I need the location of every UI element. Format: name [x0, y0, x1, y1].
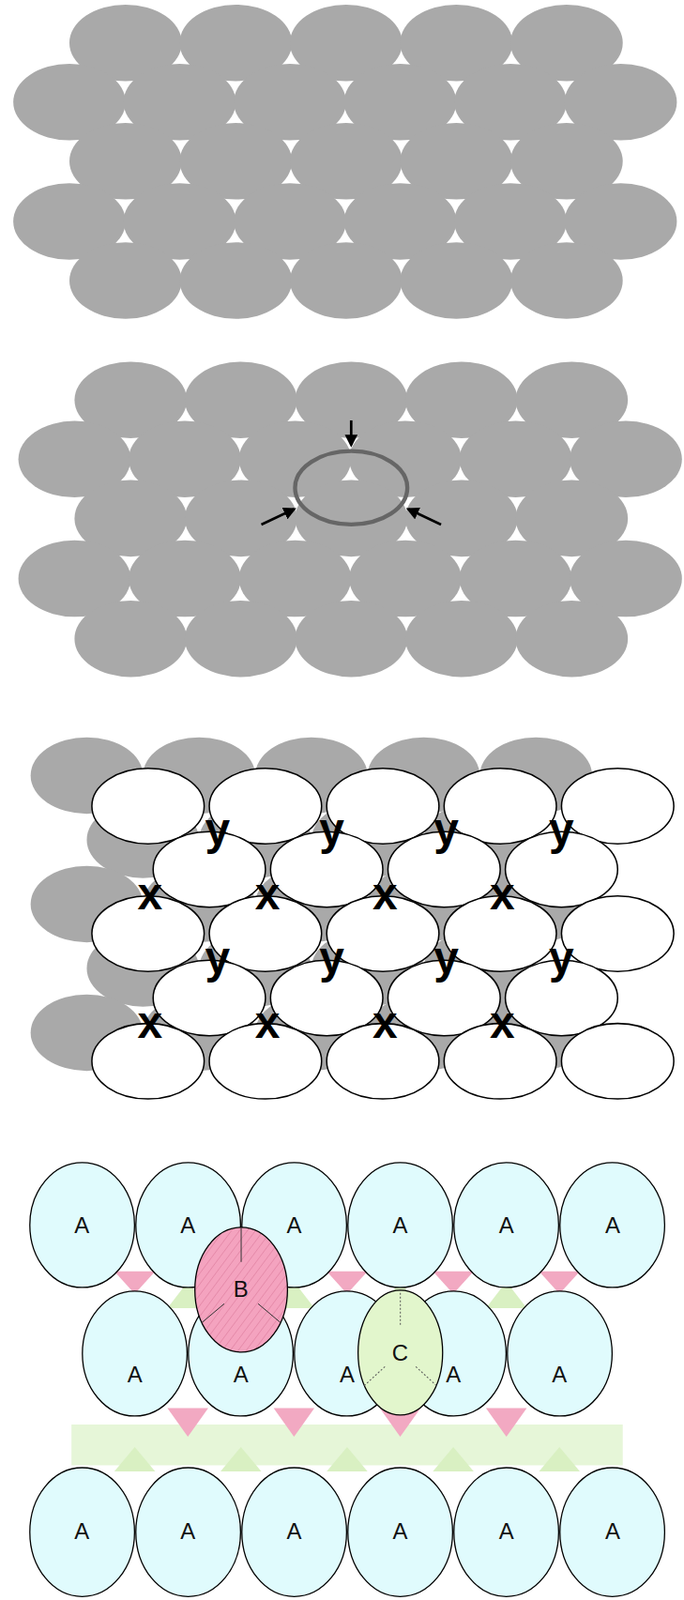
sphere-letter: A	[445, 1363, 461, 1386]
site-label: x	[489, 1000, 516, 1046]
sphere-circle: A	[241, 1466, 348, 1597]
sphere-letter: A	[233, 1363, 249, 1386]
sphere-letter: A	[74, 1214, 90, 1237]
sphere-outline	[506, 1290, 613, 1417]
site-label: x	[137, 871, 164, 917]
hole-triangles	[71, 1271, 624, 1472]
sphere-circle: A	[81, 1290, 188, 1417]
two-layers	[30, 737, 674, 1099]
sphere-letter: A	[551, 1363, 567, 1386]
sphere-letter: A	[286, 1520, 302, 1543]
site-label: x	[255, 1000, 281, 1046]
sphere-circle: A	[347, 1161, 454, 1289]
sphere-circle: A	[453, 1161, 560, 1289]
sphere-outline	[81, 1290, 188, 1417]
sphere-letter: A	[127, 1363, 143, 1386]
sphere-letter: A	[605, 1214, 621, 1237]
sphere-letter: A	[499, 1214, 515, 1237]
sphere-circle: A	[135, 1466, 242, 1597]
layer-one	[13, 4, 677, 320]
site-label: y	[548, 806, 575, 852]
sphere-letter: A	[74, 1520, 90, 1543]
sphere-circle: B	[194, 1226, 289, 1353]
sphere-letter: A	[180, 1214, 196, 1237]
site-label: y	[319, 806, 345, 852]
sphere-letter: A	[499, 1520, 515, 1543]
site-label: y	[204, 935, 230, 981]
sphere-circle: A	[347, 1466, 454, 1597]
sphere-circle: A	[453, 1466, 560, 1597]
sphere-letter: A	[605, 1520, 621, 1543]
site-label: x	[137, 1000, 164, 1046]
site-label: x	[489, 871, 516, 917]
sphere-letter: C	[392, 1341, 409, 1365]
sphere-letter: A	[393, 1214, 409, 1237]
site-label: x	[255, 871, 281, 917]
site-label: x	[372, 1000, 398, 1046]
sphere-letter: A	[286, 1214, 302, 1237]
site-label: y	[319, 935, 345, 981]
sphere-circle: A	[29, 1161, 136, 1289]
site-label: y	[433, 935, 459, 981]
sphere-circle: A	[559, 1161, 666, 1289]
sphere-circle: A	[559, 1466, 666, 1597]
sphere-circle: C	[357, 1289, 443, 1416]
sphere-letter: A	[180, 1520, 196, 1543]
site-label: x	[372, 871, 398, 917]
sphere-letter: A	[339, 1363, 355, 1386]
sphere-circle: A	[29, 1466, 136, 1597]
site-label: y	[433, 806, 459, 852]
sphere-letter: B	[233, 1277, 249, 1301]
layer-with-hole	[18, 361, 683, 677]
site-label: y	[548, 935, 575, 981]
sphere-letter: A	[393, 1520, 409, 1543]
sphere-circle: A	[506, 1290, 613, 1417]
site-label: y	[204, 806, 230, 852]
